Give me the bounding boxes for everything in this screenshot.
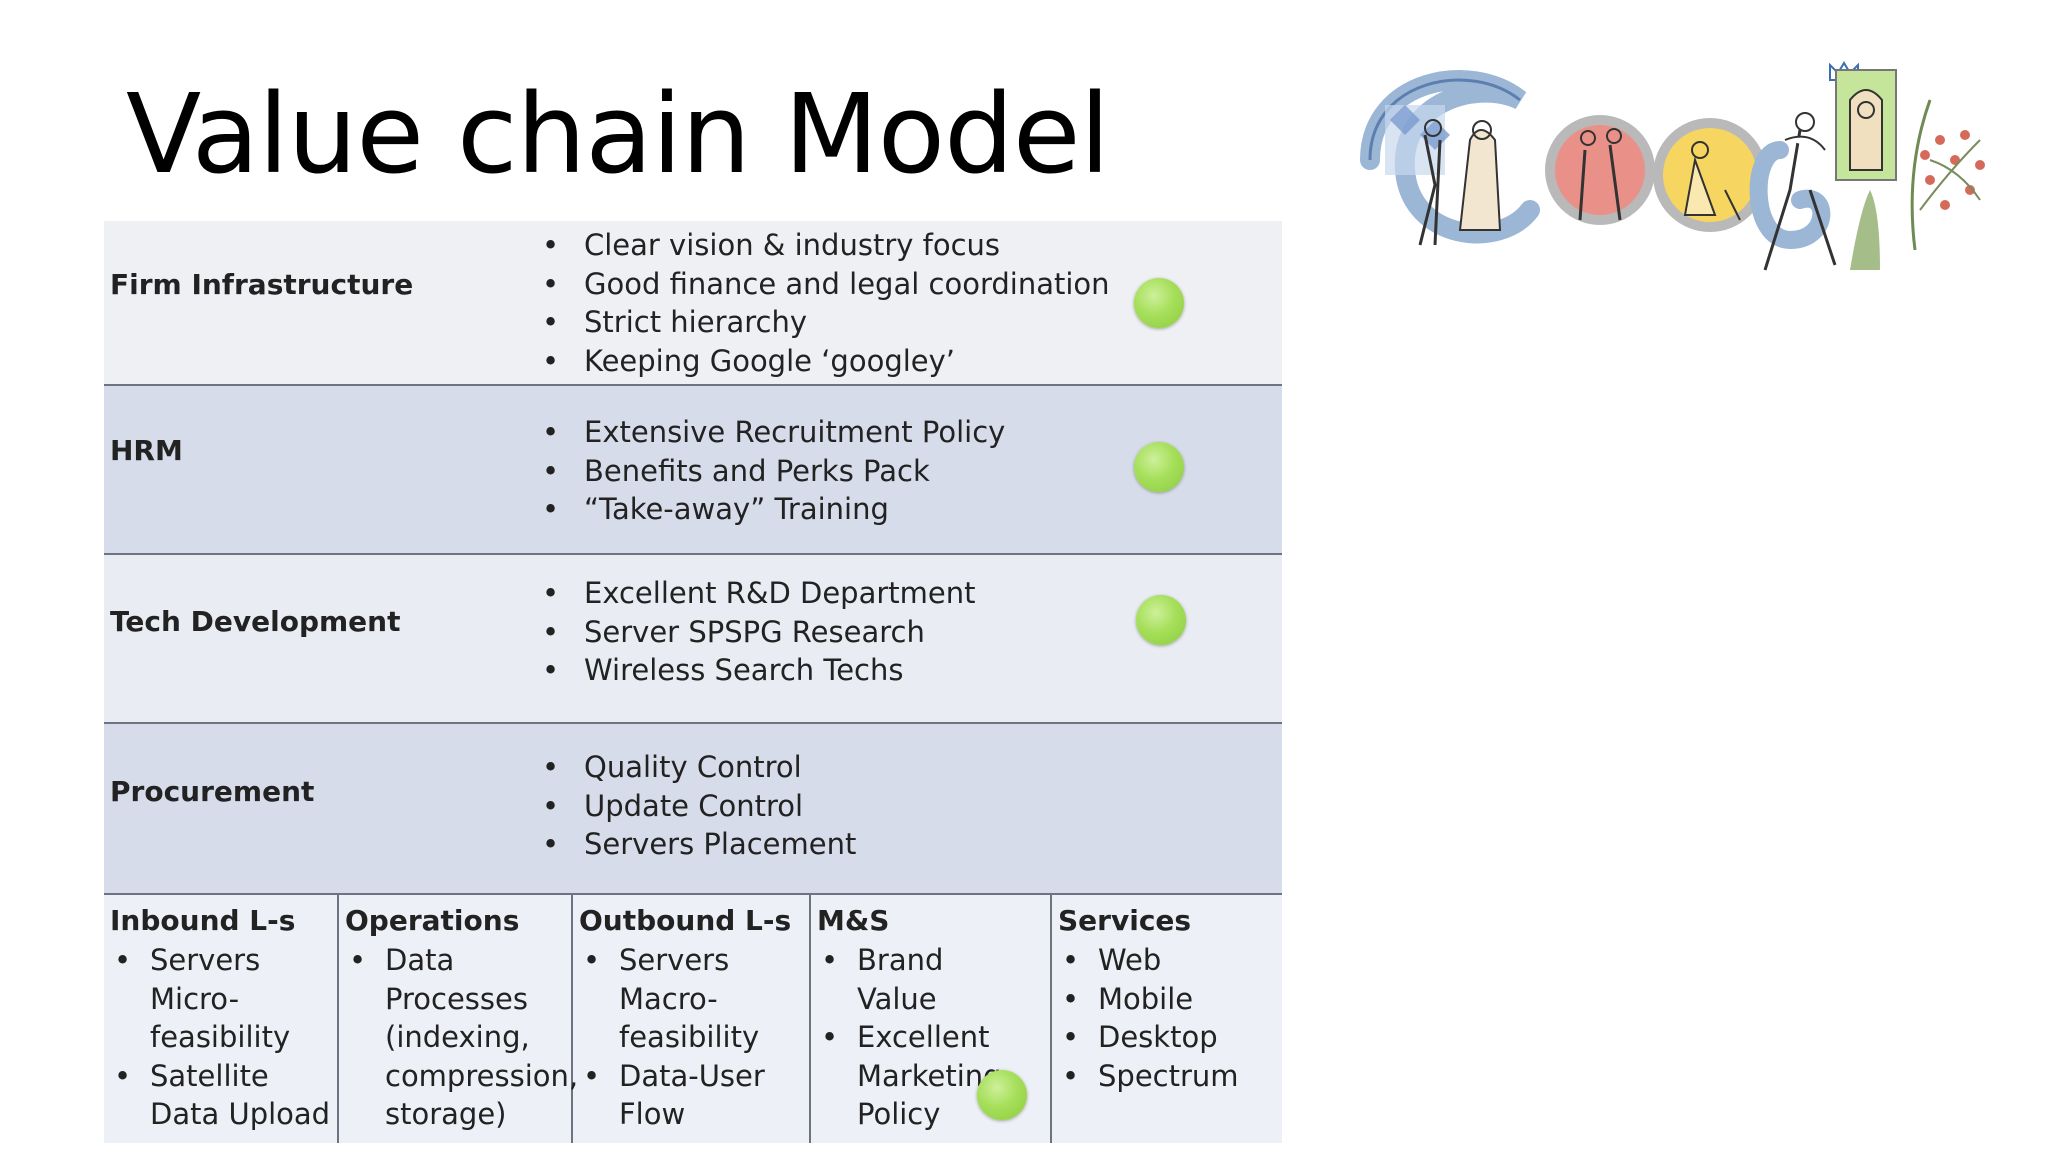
green-status-dot-icon	[977, 1070, 1027, 1120]
band-label: Tech Development	[110, 605, 401, 638]
list-item: Excellent Marketing Policy	[817, 1018, 1002, 1134]
column-heading: M&S	[817, 904, 890, 937]
band-tech-development: Tech Development Excellent R&D Departmen…	[104, 555, 1282, 724]
column-services: Services Web Mobile Desktop Spectrum	[1052, 895, 1282, 1143]
list-item: Web	[1058, 941, 1282, 980]
band-label: HRM	[110, 434, 183, 467]
band-items: Excellent R&D Department Server SPSPG Re…	[534, 574, 976, 690]
list-item: Servers Micro-feasibility	[110, 941, 337, 1057]
list-item: Server SPSPG Research	[534, 613, 976, 652]
list-item: Brand Value	[817, 941, 990, 1018]
list-item: Excellent R&D Department	[534, 574, 976, 613]
column-outbound-logistics: Outbound L-s Servers Macro-feasibility D…	[573, 895, 811, 1143]
green-status-dot-icon	[1134, 442, 1184, 492]
list-item: Update Control	[534, 787, 856, 826]
list-item: Wireless Search Techs	[534, 651, 976, 690]
column-items: Servers Micro-feasibility Satellite Data…	[110, 941, 337, 1134]
google-doodle-logo-icon	[1360, 61, 1985, 271]
list-item: Servers Placement	[534, 825, 856, 864]
green-status-dot-icon	[1136, 595, 1186, 645]
column-heading: Operations	[345, 904, 520, 937]
list-item: Spectrum	[1058, 1057, 1282, 1096]
column-items: Brand Value Excellent Marketing Policy	[817, 941, 1050, 1134]
slide-title: Value chain Model	[126, 70, 1110, 198]
list-item: Data-User Flow	[579, 1057, 809, 1134]
list-item: Benefits and Perks Pack	[534, 452, 1005, 491]
list-item: Keeping Google ‘googley’	[534, 342, 1110, 381]
column-heading: Outbound L-s	[579, 904, 792, 937]
band-hrm: HRM Extensive Recruitment Policy Benefit…	[104, 386, 1282, 555]
list-item: Good finance and legal coordination	[534, 265, 1110, 304]
band-items: Quality Control Update Control Servers P…	[534, 748, 856, 864]
column-marketing-sales: M&S Brand Value Excellent Marketing Poli…	[811, 895, 1052, 1143]
column-items: Data Processes (indexing, compression, s…	[345, 941, 578, 1134]
list-item: Mobile	[1058, 980, 1282, 1019]
list-item: Desktop	[1058, 1018, 1282, 1057]
list-item: Extensive Recruitment Policy	[534, 413, 1005, 452]
value-chain-diagram: Firm Infrastructure Clear vision & indus…	[104, 221, 1282, 1143]
column-inbound-logistics: Inbound L-s Servers Micro-feasibility Sa…	[104, 895, 339, 1143]
band-items: Extensive Recruitment Policy Benefits an…	[534, 413, 1005, 529]
column-operations: Operations Data Processes (indexing, com…	[339, 895, 578, 1143]
column-heading: Inbound L-s	[110, 904, 296, 937]
column-heading: Services	[1058, 904, 1192, 937]
list-item: “Take-away” Training	[534, 490, 1005, 529]
list-item: Strict hierarchy	[534, 303, 1110, 342]
list-item: Satellite Data Upload	[110, 1057, 337, 1134]
column-items: Servers Macro-feasibility Data-User Flow	[579, 941, 809, 1134]
list-item: Clear vision & industry focus	[534, 226, 1110, 265]
band-firm-infrastructure: Firm Infrastructure Clear vision & indus…	[104, 221, 1282, 386]
band-items: Clear vision & industry focus Good finan…	[534, 226, 1110, 380]
column-items: Web Mobile Desktop Spectrum	[1058, 941, 1282, 1095]
list-item: Data Processes (indexing, compression, s…	[345, 941, 578, 1134]
primary-activities-row: Inbound L-s Servers Micro-feasibility Sa…	[104, 895, 1282, 1143]
list-item: Quality Control	[534, 748, 856, 787]
band-label: Procurement	[110, 775, 315, 808]
band-label: Firm Infrastructure	[110, 268, 414, 301]
list-item: Servers Macro-feasibility	[579, 941, 809, 1057]
green-status-dot-icon	[1134, 278, 1184, 328]
band-procurement: Procurement Quality Control Update Contr…	[104, 724, 1282, 895]
